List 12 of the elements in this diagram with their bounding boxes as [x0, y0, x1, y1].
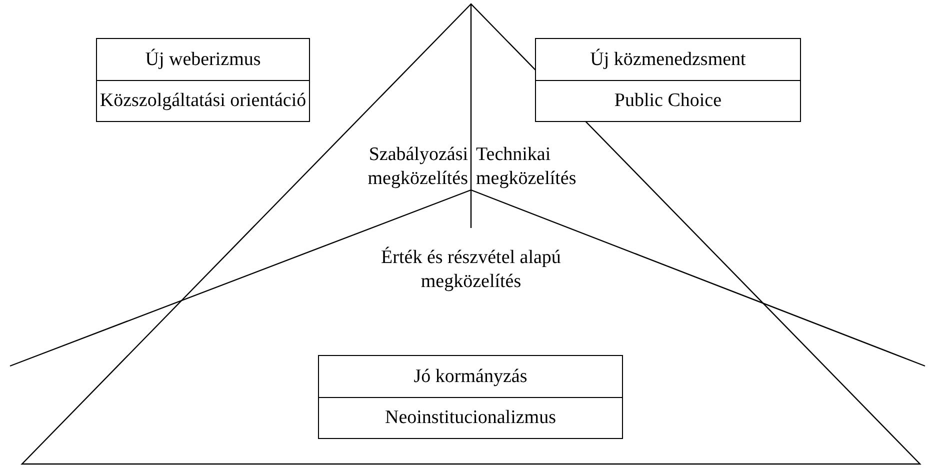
concept-box — [535, 38, 801, 122]
box-heading: Új közmenedzsment — [590, 48, 746, 72]
box-subheading: Közszolgáltatási orientáció — [100, 89, 306, 113]
approach-label: Szabályozási megközelítés — [366, 143, 468, 191]
concept-box — [96, 38, 310, 122]
box-subheading: Public Choice — [614, 89, 722, 113]
approach-label: Érték és részvétel alapú megközelítés — [380, 246, 562, 294]
concept-box — [318, 355, 623, 439]
approach-label: Technikai megközelítés — [476, 143, 578, 191]
box-heading: Jó kormányzás — [414, 364, 528, 388]
box-subheading: Neoinstitucionalizmus — [385, 406, 556, 430]
box-heading: Új weberizmus — [145, 48, 261, 72]
